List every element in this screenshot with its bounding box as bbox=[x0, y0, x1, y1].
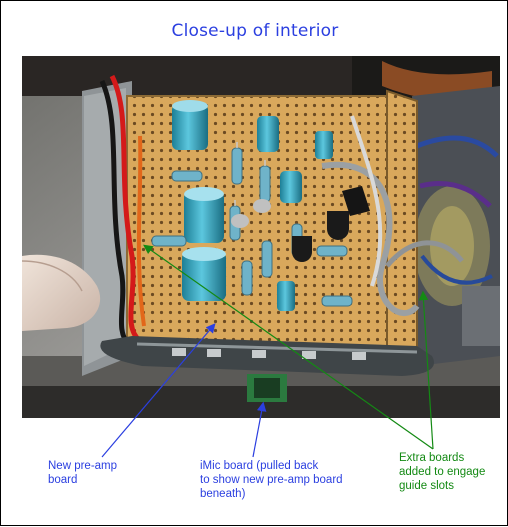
imic-caption-line: beneath) bbox=[200, 488, 246, 500]
extra-boards-caption-line: Extra boards bbox=[399, 452, 465, 464]
figure-title: Close-up of interior bbox=[171, 21, 339, 41]
preamp-caption-line: New pre-amp bbox=[48, 460, 118, 472]
imic-caption: iMic board (pulled back to show new pre-… bbox=[200, 459, 400, 501]
extra-boards-caption: Extra boards added to engage guide slots bbox=[399, 451, 499, 493]
extra-boards-caption-line: added to engage bbox=[399, 466, 486, 478]
circuit-board-photo bbox=[22, 56, 500, 418]
imic-caption-line: iMic board (pulled back bbox=[200, 460, 319, 472]
extra-boards-caption-line: guide slots bbox=[399, 480, 454, 492]
preamp-caption: New pre-amp board bbox=[48, 459, 158, 487]
preamp-caption-line: board bbox=[48, 474, 78, 486]
imic-caption-line: to show new pre-amp board bbox=[200, 474, 343, 486]
